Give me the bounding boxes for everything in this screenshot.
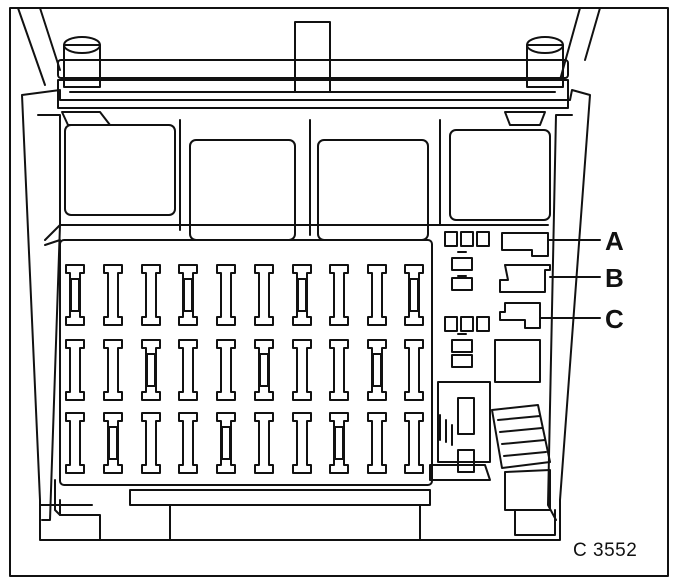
fuse-slot (65, 412, 85, 474)
fuse-slot (292, 412, 312, 474)
callout-label-c: C (605, 304, 624, 334)
fuse-slots (65, 264, 424, 474)
lower-right-hardware (429, 381, 556, 536)
fuse-slot (103, 412, 123, 474)
fuse-slot (103, 339, 123, 401)
fuse-slot (216, 339, 236, 401)
fuse-slot (254, 412, 274, 474)
bottom-plate (39, 489, 431, 541)
fuse-slot (367, 412, 387, 474)
fuse-slot (216, 264, 236, 326)
callout-label-b: B (605, 263, 624, 293)
relay-block (444, 231, 551, 383)
leader-lines (539, 239, 601, 319)
top-rail (57, 21, 569, 126)
fuse-slot (141, 339, 161, 401)
connector-c (499, 302, 541, 329)
fuse-slot (141, 264, 161, 326)
fuse-slot (65, 264, 85, 326)
fuse-slot (65, 339, 85, 401)
fuse-slot (367, 339, 387, 401)
fuse-slot (404, 412, 424, 474)
fuse-slot (178, 339, 198, 401)
fuse-slot (404, 339, 424, 401)
housing (21, 89, 591, 541)
figure-code: C 3552 (573, 540, 638, 561)
fuse-slot (254, 264, 274, 326)
fuse-slot (254, 339, 274, 401)
fuse-slot (329, 339, 349, 401)
fuse-slot (329, 264, 349, 326)
fuse-slot (141, 412, 161, 474)
fuse-panel (44, 239, 433, 516)
callout-label-a: A (605, 226, 624, 256)
connector-a (501, 232, 549, 257)
fuse-slot (329, 412, 349, 474)
fuse-slot (404, 264, 424, 326)
fuse-slot (292, 339, 312, 401)
fuse-slot (178, 412, 198, 474)
connector-b (499, 264, 551, 293)
fuse-slot (367, 264, 387, 326)
fuse-slot (178, 264, 198, 326)
fuse-slot (216, 412, 236, 474)
fuse-slot (103, 264, 123, 326)
fuse-slot (292, 264, 312, 326)
